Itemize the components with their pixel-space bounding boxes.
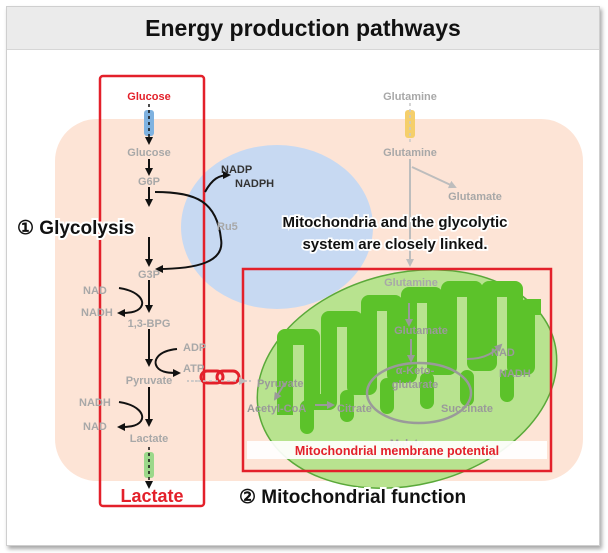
nadp-label: NADP	[221, 164, 252, 176]
glycolysis-label: ① Glycolysis	[17, 218, 134, 239]
nad-label-2: NAD	[83, 421, 107, 433]
mitochondrion-cristae	[277, 281, 541, 415]
nadh-mito-label: NADH	[499, 368, 531, 380]
glutamate-mito-label: Glutamate	[394, 325, 448, 337]
mitochondrion	[256, 269, 558, 489]
g3p-label: G3P	[138, 269, 160, 281]
glutamine-pathway	[405, 103, 457, 267]
glutamate-cytosol-label: Glutamate	[448, 191, 502, 203]
mitochondrial-function-label: ② Mitochondrial function	[239, 487, 466, 508]
lactate-inside-label: Lactate	[130, 433, 169, 445]
glycolysis-pathway	[117, 104, 247, 489]
succinate-label: Succinate	[441, 403, 493, 415]
nad-mito-label: NAD	[491, 347, 515, 359]
glucose-inside-label: Glucose	[127, 147, 170, 159]
glycolysis-highlight-box	[98, 74, 206, 508]
acetyl-coa-label: Acetyl-CoA	[247, 403, 306, 415]
membrane-potential-label: Mitochondrial membrane potential	[295, 444, 499, 458]
nadh-label-1: NADH	[81, 307, 113, 319]
title-bar: Energy production pathways	[7, 7, 599, 50]
akg-label-line2: glutarate	[392, 379, 438, 391]
glutamine-mito-label: Glutamine	[384, 277, 438, 289]
pathway-diagram: Glucose Glucose G6P G3P 1,3-BPG Pyruvate…	[15, 74, 583, 510]
atp-label: ATP	[183, 363, 204, 375]
nadph-label: NADPH	[235, 178, 274, 190]
mitochondria-highlight-box	[241, 267, 553, 473]
akg-label-line1: α-Keto-	[396, 365, 435, 377]
glucose-outside-label: Glucose	[127, 91, 170, 103]
g6p-label: G6P	[138, 176, 160, 188]
link-note-line2: system are closely linked.	[302, 236, 487, 253]
ppp-label: Ru5	[217, 221, 238, 233]
lactate-outside-label: Lactate	[120, 486, 183, 506]
nadh-label-2: NADH	[79, 397, 111, 409]
pyruvate-label: Pyruvate	[126, 375, 172, 387]
adp-label: ADP	[183, 342, 206, 354]
glutamine-inside-label: Glutamine	[383, 147, 437, 159]
figure-frame: Energy production pathways	[6, 6, 600, 546]
figure-title: Energy production pathways	[145, 15, 461, 41]
glutamine-outside-label: Glutamine	[383, 91, 437, 103]
bpg-label: 1,3-BPG	[128, 318, 171, 330]
citrate-label: Citrate	[337, 403, 372, 415]
link-note-line1: Mitochondria and the glycolytic	[282, 214, 507, 231]
pyruvate-mito-label: Pyruvate	[257, 378, 303, 390]
tca-cycle	[365, 361, 473, 425]
nad-label-1: NAD	[83, 285, 107, 297]
